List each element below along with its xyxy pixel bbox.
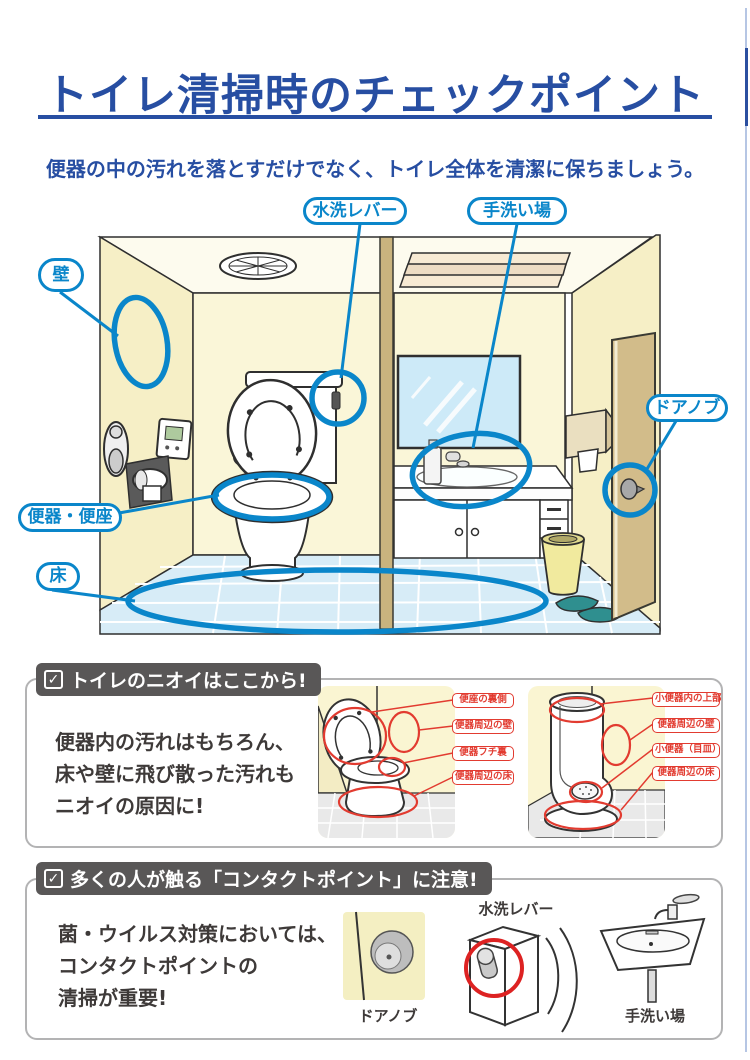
checkpoint-highlight-rings [111,294,658,635]
odor-toilet-illustration [318,686,455,838]
callout-wall-label: 壁 [52,264,70,285]
contact-section-title: 多くの人が触る「コンタクトポイント」に注意! [70,869,478,891]
callout-hand-wash: 手洗い場 [467,197,567,225]
callout-floor-label: 床 [49,566,67,586]
contact-body-line: 菌・ウイルス対策においては、 [58,922,337,946]
vanity-counter [393,439,574,559]
callout-wall: 壁 [38,258,84,292]
callout-flush-lever: 水洗レバー [303,197,407,225]
odor-label-urinal-floor: 便器周辺の床 [652,766,720,781]
contact-label-hand-wash: 手洗い場 [624,1007,685,1025]
odor-label-urinal-top: 小便器内の上部 [652,692,722,707]
odor-label-urinal-drain: 小便器（目皿） [652,743,722,758]
callout-toilet-seat-label: 便器・便座 [27,507,113,527]
contact-section-header: ✓ 多くの人が触る「コンタクトポイント」に注意! [36,862,492,895]
paper-towel-dispenser [565,407,613,473]
contact-sink-illustration [599,893,706,1003]
ceiling-light-icon [398,252,572,288]
callout-hand-wash-label: 手洗い場 [483,200,551,221]
door [611,331,656,622]
ceiling-vent-icon [219,252,297,280]
odor-section-body: 便器内の汚れはもちろん、 床や壁に飛び散った汚れも ニオイの原因に! [55,726,295,822]
title-divider [38,115,712,119]
callout-door-knob-label: ドアノブ [653,397,721,418]
odor-body-line: 床や壁に飛び散った汚れも [55,762,295,786]
odor-urinal-rings [543,696,632,831]
checkbox-icon: ✓ [44,670,63,689]
odor-section-title: トイレのニオイはここから! [70,670,307,692]
callout-door-knob: ドアノブ [646,394,728,422]
contact-section-box [25,878,723,1040]
odor-label-floor-around: 便器周辺の床 [452,770,514,785]
odor-body-line: 便器内の汚れはもちろん、 [55,730,295,754]
page-subtitle: 便器の中の汚れを落とすだけでなく、トイレ全体を清潔に保ちましょう。 [45,157,705,181]
odor-urinal-leaders [599,697,654,811]
odor-label-bowl-rim: 便器フチ裏 [452,746,514,761]
contact-flush-lever-illustration [464,925,578,1033]
trash-can [540,532,586,596]
callout-leader-lines [51,223,678,603]
odor-toilet-rings [322,706,421,819]
contact-label-flush-lever: 水洗レバー [478,900,554,918]
callout-toilet-seat: 便器・便座 [18,503,122,532]
mirror [396,354,522,450]
odor-body-line: ニオイの原因に! [55,794,205,818]
callout-floor: 床 [36,562,80,591]
odor-toilet-leaders [371,699,454,797]
toilet [210,371,343,582]
toilet-paper-holder [125,455,173,509]
odor-urinal-illustration [528,686,665,838]
checkbox-icon: ✓ [44,869,63,888]
odor-label-wall-around: 便器周辺の壁 [452,719,514,734]
odor-label-seat-back: 便座の裏側 [452,693,514,708]
washlet-remote [155,417,193,461]
contact-body-line: 清掃が重要! [58,986,168,1010]
contact-label-door-knob: ドアノブ [358,1007,418,1025]
sanitizer-dispenser [103,421,129,477]
page-edge-line [745,8,748,1052]
contact-doorknob-illustration [343,911,425,1001]
contact-section-body: 菌・ウイルス対策においては、 コンタクトポイントの 清掃が重要! [58,918,337,1014]
page-title: トイレ清掃時のチェックポイント [45,70,705,121]
callout-flush-lever-label: 水洗レバー [312,200,398,221]
odor-label-urinal-wall: 便器周辺の壁 [652,718,720,733]
odor-section-header: ✓ トイレのニオイはここから! [36,663,321,696]
contact-body-line: コンタクトポイントの [58,954,258,978]
